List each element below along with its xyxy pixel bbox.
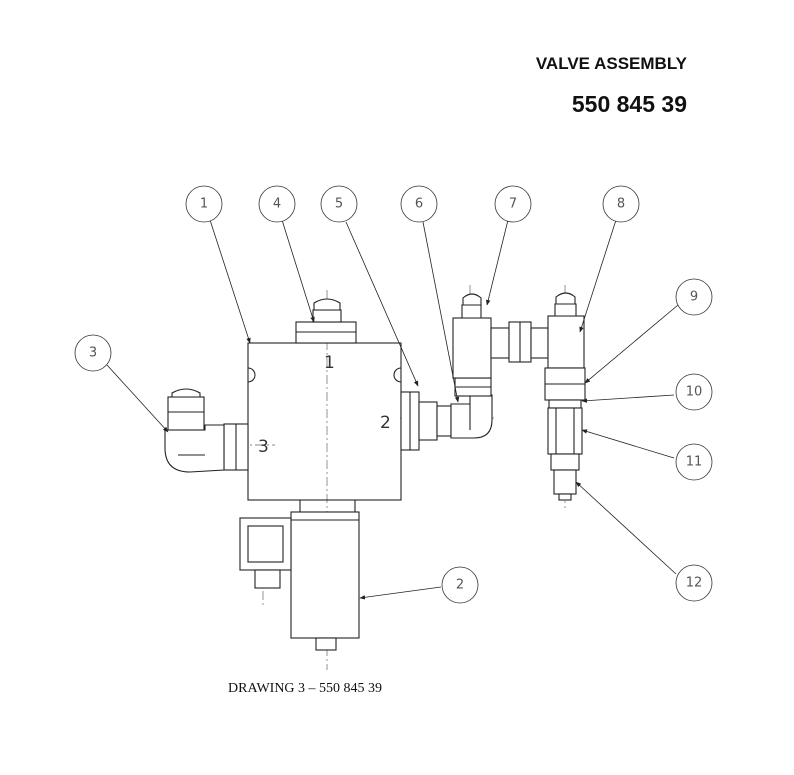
svg-text:11: 11 (686, 455, 703, 470)
port-label-1: 1 (324, 353, 335, 373)
balloon-9: 9 (675, 278, 713, 316)
port-labels: 1 2 3 (258, 353, 391, 457)
tee-fittings (452, 292, 585, 397)
balloon-8: 8 (602, 185, 640, 223)
balloon-5: 5 (320, 185, 358, 223)
right-side-fitting (400, 391, 493, 451)
balloon-callouts: 1 2 3 4 5 6 7 8 9 10 11 12 (74, 185, 713, 604)
svg-text:3: 3 (89, 346, 97, 361)
port-label-2: 2 (380, 413, 391, 433)
balloon-6: 6 (400, 185, 438, 223)
svg-text:1: 1 (200, 197, 208, 212)
balloon-10: 10 (675, 373, 713, 411)
balloon-3: 3 (74, 334, 112, 372)
balloon-1: 1 (185, 185, 223, 223)
leader-lines (106, 219, 679, 600)
drawing-title: VALVE ASSEMBLY (535, 54, 687, 73)
cartridge-stack (544, 367, 586, 501)
balloon-4: 4 (258, 185, 296, 223)
svg-text:4: 4 (273, 197, 281, 212)
port-label-3: 3 (258, 437, 269, 457)
balloon-7: 7 (494, 185, 532, 223)
balloon-11: 11 (675, 443, 713, 481)
left-elbow-fitting (164, 388, 249, 473)
balloon-12: 12 (675, 564, 713, 602)
svg-text:8: 8 (617, 197, 625, 212)
part-number: 550 845 39 (571, 91, 687, 117)
top-fitting (295, 298, 357, 344)
svg-text:9: 9 (690, 290, 698, 305)
balloon-2: 2 (441, 566, 479, 604)
drawing-caption: DRAWING 3 – 550 845 39 (228, 681, 383, 696)
svg-text:5: 5 (335, 197, 343, 212)
svg-text:7: 7 (509, 197, 517, 212)
solenoid (239, 511, 360, 651)
svg-text:2: 2 (456, 578, 464, 593)
svg-text:10: 10 (686, 385, 703, 400)
svg-text:6: 6 (415, 197, 423, 212)
svg-text:12: 12 (686, 576, 703, 591)
